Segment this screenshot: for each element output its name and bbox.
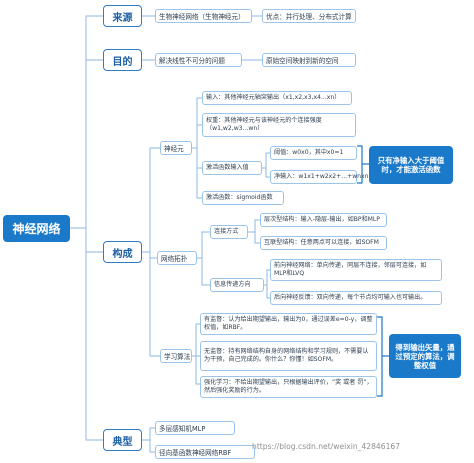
learning-note: 得到输出矢量，通过预定的算法，调整权值	[389, 334, 461, 378]
neuron-input: 输入：其他神经元轴突输出（x1,x2,x3,x4...xn）	[202, 91, 352, 105]
branch-structure: 构成	[103, 241, 142, 263]
topology-flow: 信息传递方向	[210, 278, 264, 292]
topology-feedback: 后向神经反馈：双向传递，每个节点均可输入也可输出。	[270, 291, 442, 305]
source-item: 生物神经网络（生物神经元）	[155, 9, 252, 23]
neuron-threshold: 阈值：w0x0，其中x0=1	[270, 146, 357, 160]
topology-layered: 层次型结构：输入-隐层-输出，如BP和MLP	[260, 213, 387, 227]
neuron-activation-fn: 激活函数：sigmoid函数	[202, 191, 284, 205]
neuron-weight: 权重：其他神经元与该神经元的个连接强度（w1,w2,w3...wn）	[202, 113, 356, 137]
neuron-node: 神经元	[160, 141, 192, 155]
branch-goal: 目的	[103, 49, 142, 71]
neuron-net-input: 净输入：w1x1+w2x2+...+wnxn	[270, 170, 369, 184]
source-detail: 优点：并行处理、分布式计算	[262, 9, 356, 23]
goal-detail: 原始空间映射到新的空间	[262, 53, 356, 67]
learning-node: 学习算法	[160, 349, 192, 363]
topology-feedforward: 前向神经网络：单向传递，同层不连接，邻层可连接，如MLP和LVQ	[270, 259, 442, 281]
root-node: 神经网络	[3, 215, 70, 242]
typical-mlp: 多层感知机MLP	[155, 421, 235, 435]
neuron-activation-input: 激活函数输入值	[202, 161, 262, 175]
topology-connection: 连接方式	[210, 225, 248, 239]
learning-reinforcement: 强化学习：不给出期望输出，只根据输出评价，“奖 或者 罚”，然后强化奖励的行为。	[200, 376, 377, 398]
branch-source: 来源	[103, 5, 142, 27]
watermark-text: https://blog.csdn.net/weixin_42846167	[252, 442, 401, 451]
learning-supervised: 有监督：认为给出期望输出，输出为0，通过误差e=0-y，调整权值，如RBF。	[200, 313, 377, 335]
activation-note: 只有净输入大于阈值时，才能激活函数	[369, 146, 453, 184]
learning-unsupervised: 无监督：持有网络结构自身的网络结构和学习规则，不需要认为干预，自己完成的。你什么…	[200, 341, 377, 371]
topology-interconnect: 互联型结构：任意两点可以连接，如SOFM	[260, 236, 387, 250]
branch-typical: 典型	[103, 429, 142, 451]
goal-item: 解决线性不可分的问题	[155, 53, 242, 67]
typical-rbf: 径向基函数神经网络RBF	[155, 445, 255, 459]
topology-node: 网络拓扑	[157, 251, 197, 265]
